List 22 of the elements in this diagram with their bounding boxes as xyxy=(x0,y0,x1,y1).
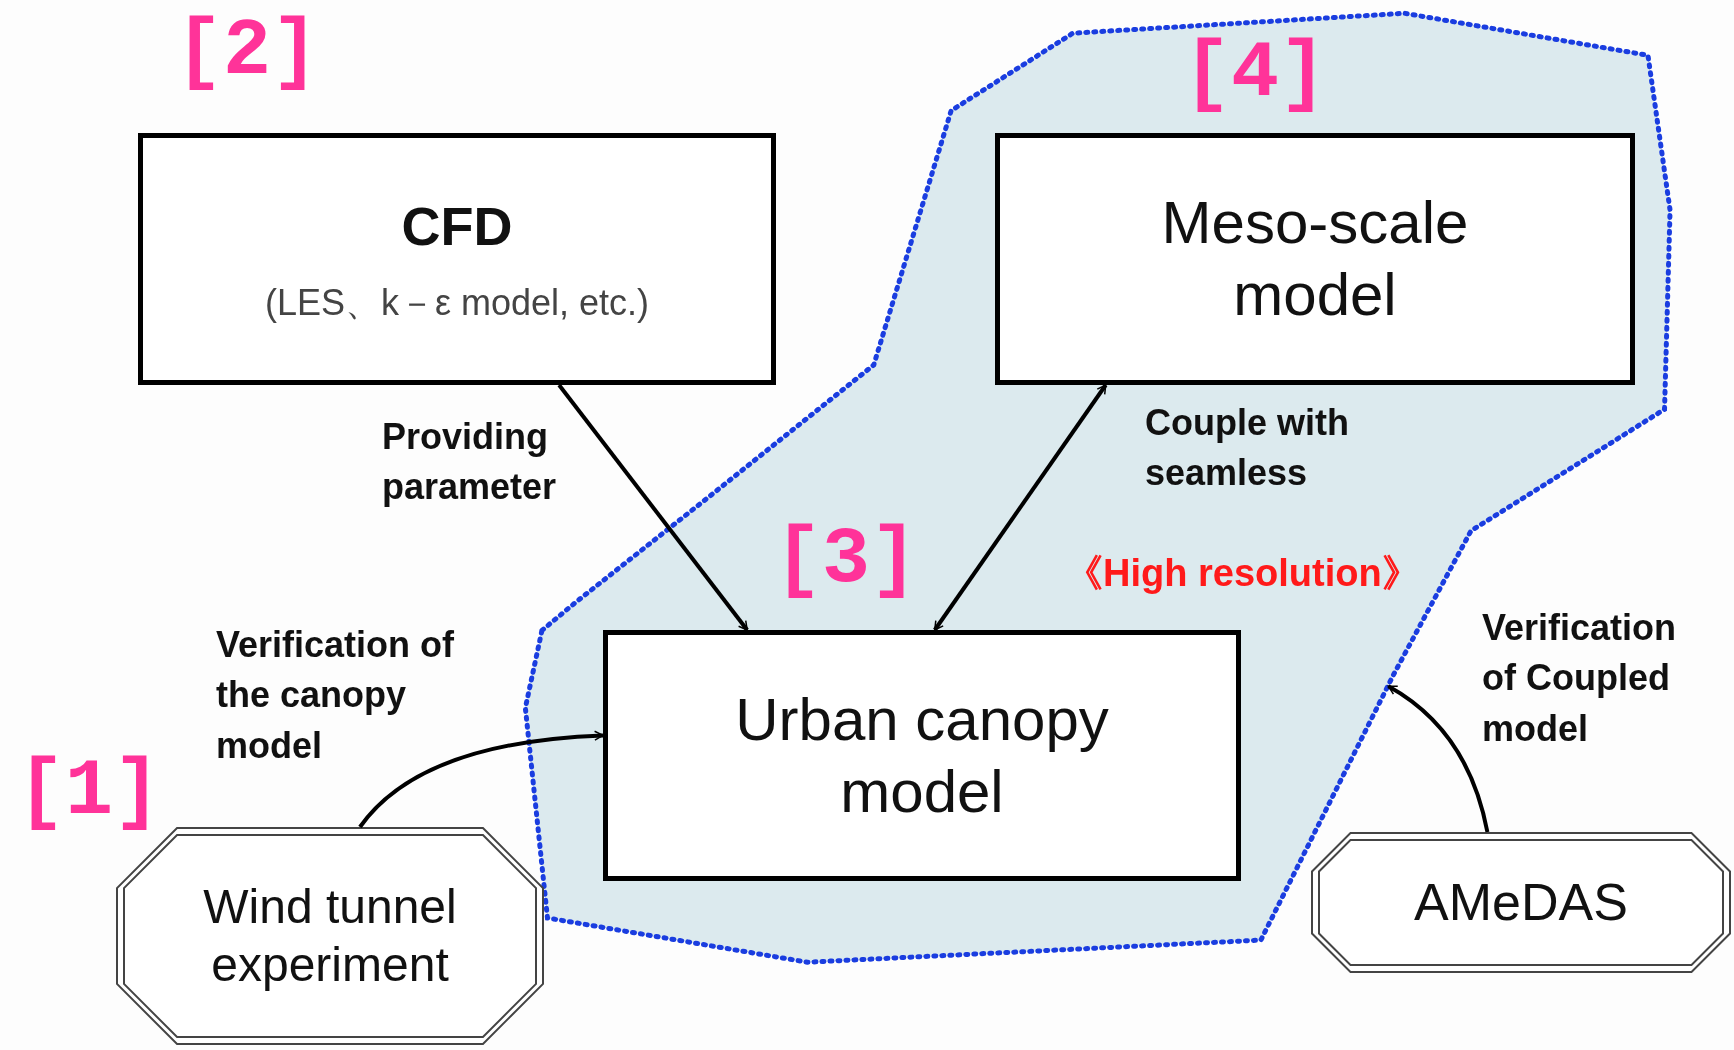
edge-label: Providing parameter xyxy=(382,415,558,510)
node-title: Wind tunnel experiment xyxy=(202,879,458,993)
model-box xyxy=(603,630,1241,881)
arrow xyxy=(358,730,604,829)
node-title: Urban canopy model xyxy=(734,684,1110,827)
node-title: Meso-scale model xyxy=(1160,188,1470,330)
callout-number: [1] xyxy=(17,752,162,832)
arrow xyxy=(933,383,1108,632)
region-label: 《High resolution》 xyxy=(1065,551,1420,596)
node-subtitle: (LES、k－ε model, etc.) xyxy=(264,280,650,324)
model-box xyxy=(995,133,1635,385)
edge-label: Verification of the canopy model xyxy=(216,623,456,768)
edge-label: Couple with seamless xyxy=(1145,401,1350,496)
arrow xyxy=(1387,684,1490,833)
callout-number: [4] xyxy=(1183,34,1328,114)
callout-number: [2] xyxy=(175,12,320,92)
callout-number: [3] xyxy=(774,520,919,600)
model-box xyxy=(138,133,776,385)
edge-label: Verification of Coupled model xyxy=(1482,606,1678,751)
node-title: CFD xyxy=(401,195,513,258)
arrow xyxy=(557,383,749,632)
node-title: AMeDAS xyxy=(1414,872,1628,934)
